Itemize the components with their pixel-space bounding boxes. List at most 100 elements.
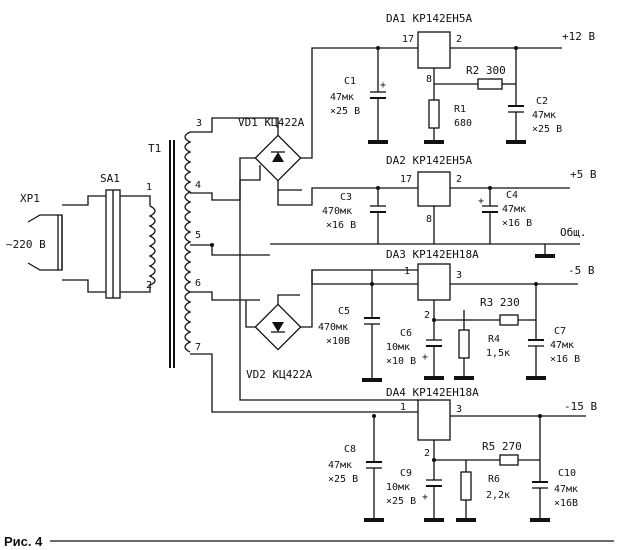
label-winding-pin5: 5: [195, 230, 201, 241]
label-c4-polarity: +: [478, 196, 484, 207]
label-c1-value: 47мк: [330, 92, 354, 103]
label-c5-value: 470мк: [318, 322, 348, 333]
label-c4-value: 47мк: [502, 204, 526, 215]
capacitor-c1: [368, 48, 388, 144]
label-c9-value: 10мк: [386, 482, 410, 493]
capacitor-c10: [530, 416, 550, 522]
label-c10-voltage: ×16B: [554, 498, 578, 509]
label-c2-voltage: ×25 B: [532, 124, 562, 135]
capacitor-c5: [362, 270, 382, 382]
switch-sa1: [62, 189, 151, 299]
figure-caption: Рис. 4: [4, 534, 43, 549]
capacitor-c9: [424, 479, 444, 522]
label-mains-voltage: ~220 B: [6, 238, 46, 251]
capacitor-c3: [370, 188, 386, 244]
label-c6-voltage: ×10 В: [386, 356, 416, 367]
diode-bridge-vd2: [245, 269, 418, 351]
label-c8: C8: [344, 444, 356, 455]
label-c1-voltage: ×25 B: [330, 106, 360, 117]
diode-bridge-vd1: [239, 47, 418, 380]
label-r6-value: 2,2к: [486, 490, 510, 501]
label-c5-voltage: ×10B: [326, 336, 350, 347]
label-r4: R4: [488, 334, 500, 345]
label-r3: R3 230: [480, 296, 520, 309]
capacitor-c7: [526, 284, 546, 380]
transformer-t1: [148, 131, 192, 368]
resistor-r5: [499, 454, 519, 466]
label-c9-polarity: +: [422, 492, 428, 503]
label-c2-value: 47мк: [532, 110, 556, 121]
label-c5: C5: [338, 306, 350, 317]
label-da2-pin8: 8: [426, 214, 432, 225]
label-c9: C9: [400, 468, 412, 479]
label-da3-pin1: 1: [404, 266, 410, 277]
resistor-r4: [458, 329, 470, 359]
label-t1: T1: [148, 142, 161, 155]
label-sa1: SA1: [100, 172, 120, 185]
label-da2-pin2: 2: [456, 174, 462, 185]
label-c3: C3: [340, 192, 352, 203]
regulator-da4: [417, 399, 451, 441]
regulator-da1: [417, 31, 451, 69]
label-winding-pin6: 6: [195, 278, 201, 289]
label-c3-voltage: ×16 B: [326, 220, 356, 231]
label-output-minus15v: -15 B: [564, 400, 597, 413]
label-c7-value: 47мк: [550, 340, 574, 351]
label-r5: R5 270: [482, 440, 522, 453]
label-r2: R2 300: [466, 64, 506, 77]
label-winding-pin1: 1: [146, 182, 152, 193]
capacitor-c4: [482, 188, 498, 244]
label-da4: DA4 КР142ЕН18А: [386, 386, 479, 399]
label-da4-pin3: 3: [456, 404, 462, 415]
mains-plug-xp1: [27, 214, 63, 271]
label-vd1: VD1 КЦ422А: [238, 116, 305, 129]
label-da3-pin2: 2: [424, 310, 430, 321]
label-da4-pin1: 1: [400, 402, 406, 413]
label-vd2: VD2 КЦ422А: [246, 368, 313, 381]
label-output-minus5v: -5 B: [568, 264, 595, 277]
label-da3-pin3: 3: [456, 270, 462, 281]
label-output-common: Общ.: [560, 226, 587, 239]
label-c7: C7: [554, 326, 566, 337]
label-da1: DA1 КР142ЕН5А: [386, 12, 472, 25]
label-c3-value: 470мк: [322, 206, 352, 217]
label-da2-pin17: 17: [400, 174, 412, 185]
label-c4: C4: [506, 190, 518, 201]
label-output-plus12v: +12 B: [562, 30, 595, 43]
label-da1-pin17: 17: [402, 34, 414, 45]
label-da3: DA3 КР142ЕН18А: [386, 248, 479, 261]
label-da1-pin2: 2: [456, 34, 462, 45]
label-c6: C6: [400, 328, 412, 339]
label-da4-pin2: 2: [424, 448, 430, 459]
regulator-da2: [417, 171, 451, 207]
regulator-da3: [417, 263, 451, 301]
label-da1-pin8: 8: [426, 74, 432, 85]
capacitor-c6: [424, 339, 444, 380]
label-c6-polarity: +: [422, 352, 428, 363]
label-c6-value: 10мк: [386, 342, 410, 353]
capacitor-c2: [506, 48, 526, 144]
label-c7-voltage: ×16 B: [550, 354, 580, 365]
label-xp1: XP1: [20, 192, 40, 205]
label-r4-value: 1,5к: [486, 348, 510, 359]
label-c4-voltage: ×16 B: [502, 218, 532, 229]
label-winding-pin2: 2: [146, 280, 152, 291]
label-c9-voltage: ×25 В: [386, 496, 416, 507]
label-r1: R1: [454, 104, 466, 115]
label-c10-value: 47мк: [554, 484, 578, 495]
label-output-plus5v: +5 B: [570, 168, 597, 181]
label-winding-pin4: 4: [195, 180, 201, 191]
label-c2: C2: [536, 96, 548, 107]
label-c8-value: 47мк: [328, 460, 352, 471]
label-c1-polarity: +: [380, 80, 386, 91]
resistor-r6: [460, 471, 472, 501]
label-winding-pin7: 7: [195, 342, 201, 353]
resistor-r1: [428, 99, 440, 129]
label-da2: DA2 КР142ЕН5А: [386, 154, 472, 167]
resistor-r2: [477, 78, 503, 90]
label-r1-value: 680: [454, 118, 472, 129]
label-winding-pin3: 3: [196, 118, 202, 129]
capacitor-c8: [364, 416, 384, 522]
label-c1: C1: [344, 76, 356, 87]
